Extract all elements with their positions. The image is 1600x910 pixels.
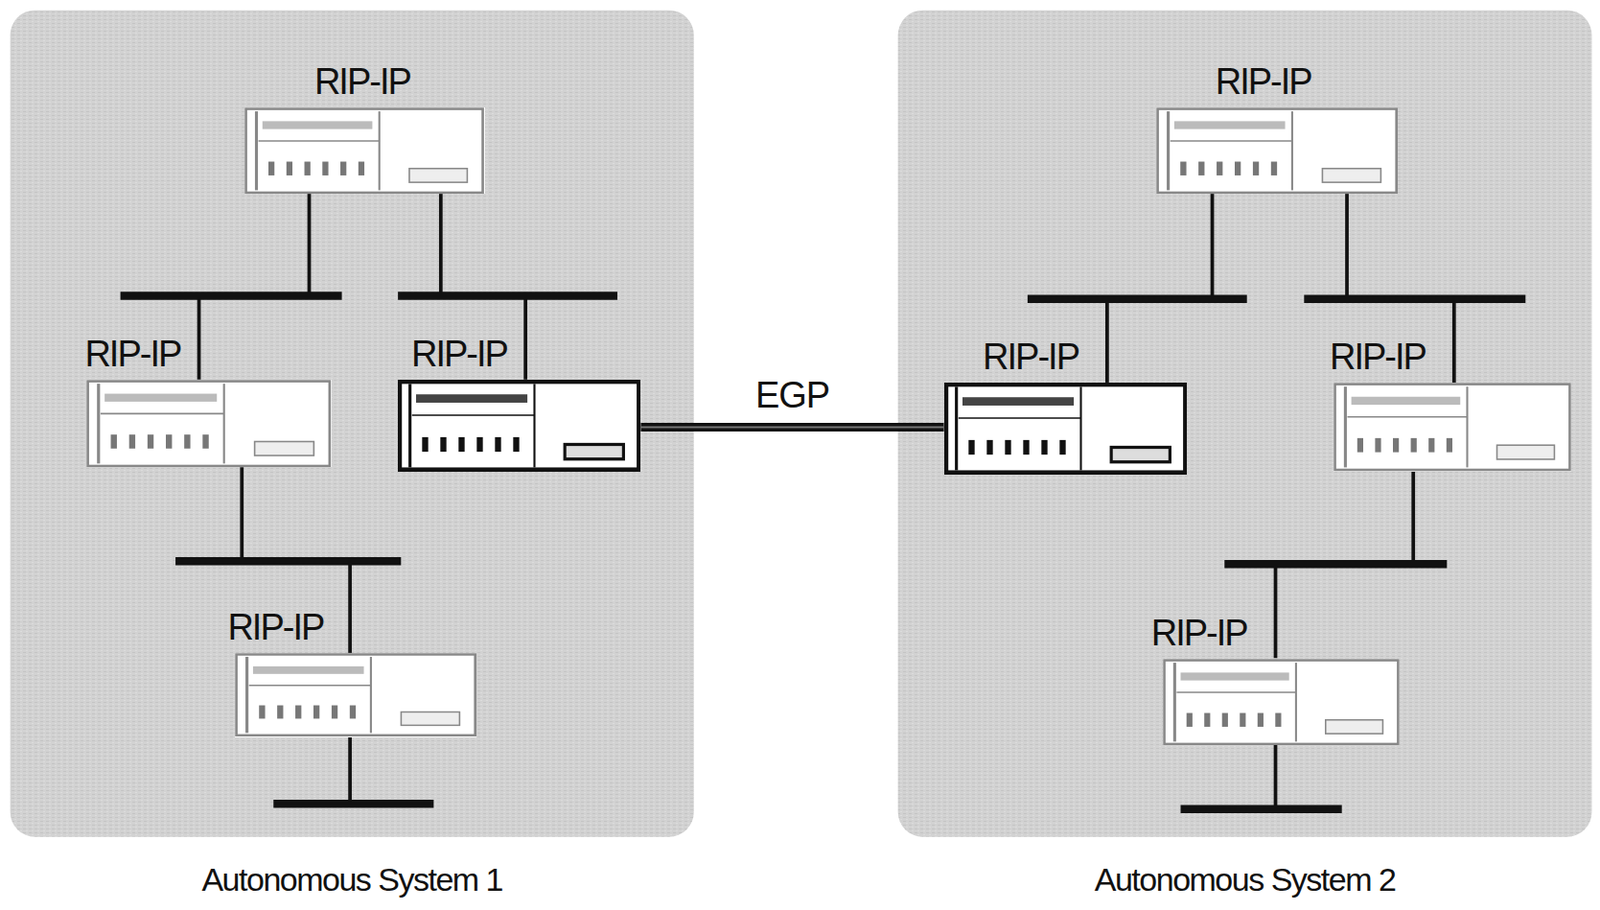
system-caption: Autonomous System 1 — [201, 862, 503, 896]
router-icon — [1156, 107, 1398, 194]
router-box: RIP-IP — [1156, 107, 1398, 194]
protocol-label: RIP-IP — [1329, 338, 1426, 375]
router-icon — [1333, 382, 1572, 472]
router-icon — [397, 379, 641, 472]
protocol-label: RIP-IP — [314, 63, 411, 100]
protocol-label: RIP-IP — [1215, 63, 1312, 100]
router-icon — [86, 379, 331, 468]
router-box: RIP-IP — [944, 382, 1187, 475]
router-icon — [1162, 658, 1400, 745]
autonomous-system: Autonomous System 1RIP-IPRIP-IPRIP-IPRIP… — [10, 10, 695, 837]
router-box: RIP-IP — [1162, 658, 1400, 745]
router-icon — [244, 107, 485, 194]
protocol-label: RIP-IP — [84, 335, 181, 372]
region-ground — [898, 10, 1593, 837]
router-box: RIP-IP — [244, 107, 485, 194]
router-box: RIP-IP — [397, 379, 641, 472]
protocol-label: RIP-IP — [982, 338, 1079, 375]
protocol-label: RIP-IP — [1151, 614, 1248, 651]
router-box: RIP-IP — [234, 652, 477, 737]
router-icon — [234, 652, 477, 737]
protocol-label: RIP-IP — [227, 608, 324, 646]
router-icon — [944, 382, 1187, 475]
router-box: RIP-IP — [1333, 382, 1572, 472]
autonomous-system: Autonomous System 2RIP-IPRIP-IPRIP-IPRIP… — [898, 10, 1593, 837]
link-label: EGP — [755, 376, 830, 414]
region-ground — [10, 10, 695, 837]
router-box: RIP-IP — [86, 379, 331, 468]
egp-link — [640, 426, 944, 428]
system-caption: Autonomous System 2 — [1094, 862, 1396, 896]
protocol-label: RIP-IP — [411, 335, 508, 372]
